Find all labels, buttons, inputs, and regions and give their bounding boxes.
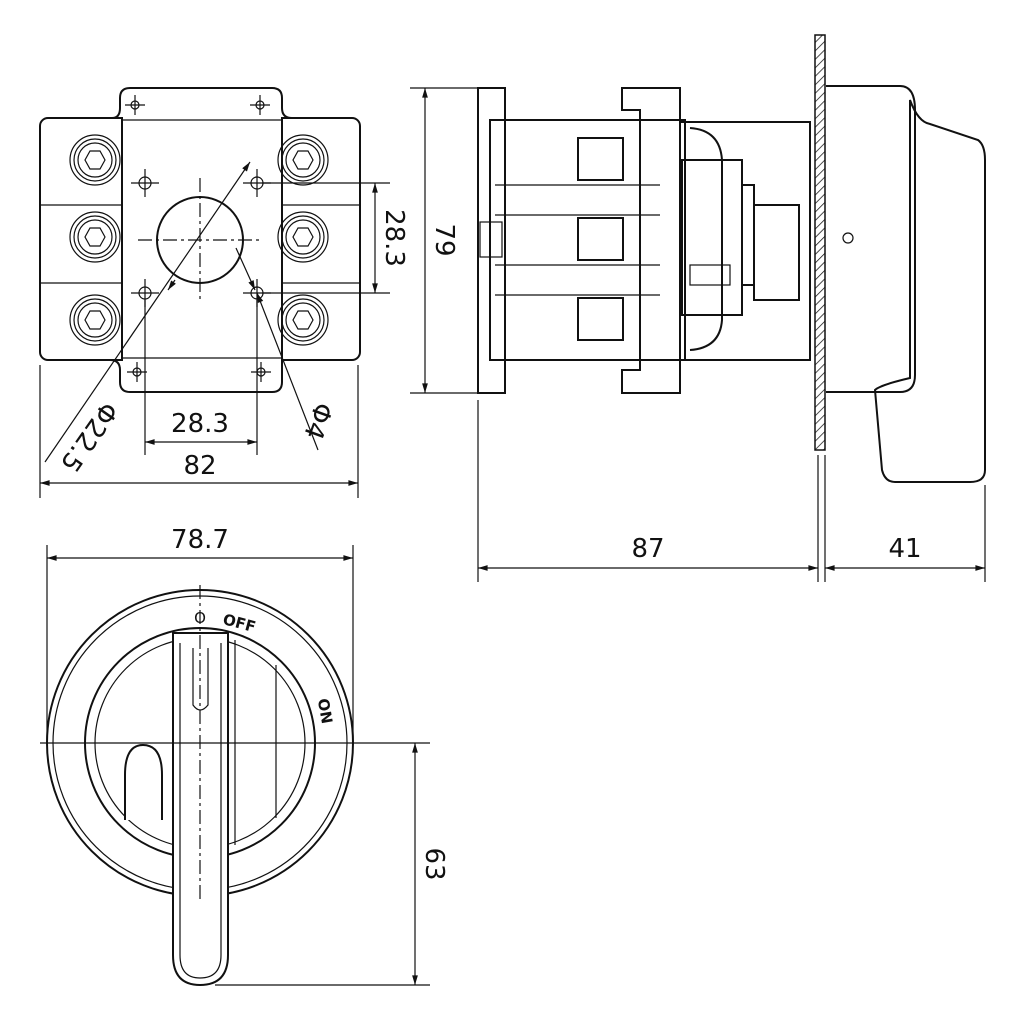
side-view: 79 87 41 (410, 34, 986, 582)
knob-view: O OFF ON 78.7 63 (40, 525, 449, 987)
dim-depth-behind-panel: 87 (631, 534, 664, 564)
label-zero: O (194, 609, 206, 627)
rear-flange (477, 87, 506, 394)
dim-plate-width: 82 (183, 451, 216, 481)
knob-handle-side (873, 99, 986, 483)
dim-cutout-diameter: Φ22.5 (54, 396, 124, 477)
dim-knob-diameter: 78.7 (171, 525, 229, 555)
knob-handle (172, 632, 229, 987)
dim-hole-spacing-vertical: 28.3 (379, 209, 409, 267)
dim-hole-spacing-horizontal: 28.3 (171, 409, 229, 439)
label-on: ON (314, 697, 336, 725)
dim-height: 79 (429, 223, 459, 256)
mounting-bracket (621, 87, 681, 394)
front-view: 28.3 28.3 82 Φ22.5 Φ4 (39, 87, 409, 498)
contact-block (489, 119, 686, 361)
panel-section (814, 34, 826, 451)
knob-base (826, 85, 916, 393)
dim-depth-front: 41 (888, 534, 921, 564)
knob-grip (124, 743, 163, 820)
terminal-screws (69, 134, 329, 346)
dim-handle-length: 63 (419, 847, 449, 880)
dim-hole-diameter: Φ4 (297, 398, 338, 443)
